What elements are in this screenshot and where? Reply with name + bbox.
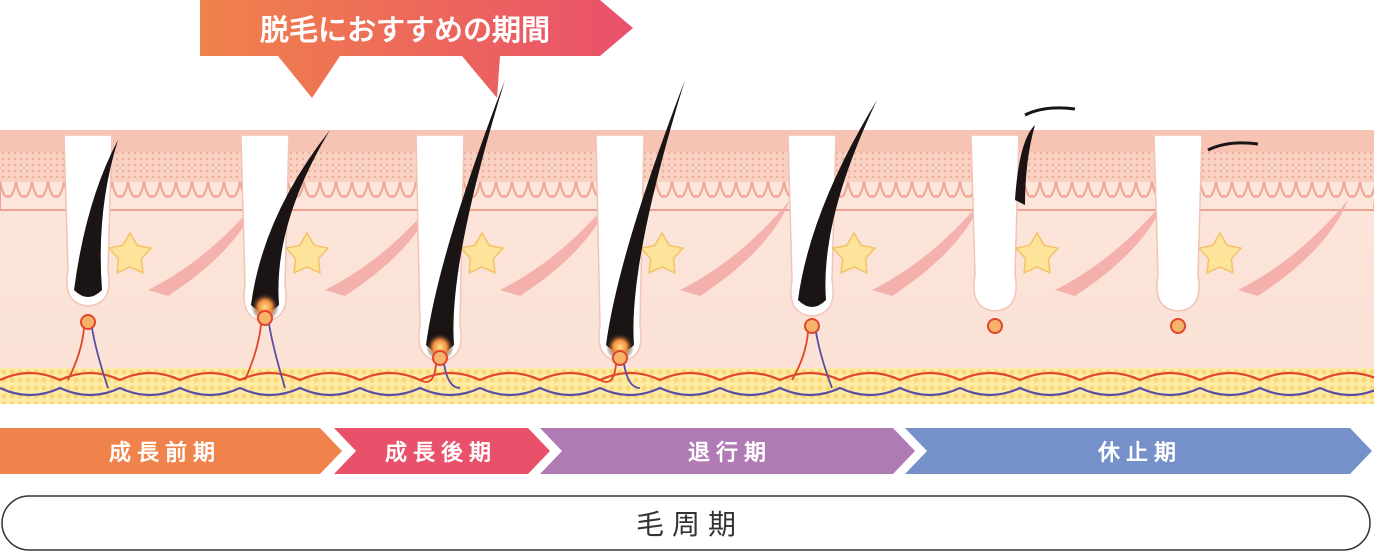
phase-anagen-early: 成長前期 [0, 428, 342, 474]
bulb-glow [251, 293, 279, 321]
sebaceous-gland [639, 231, 685, 275]
phase-label: 成長前期 [109, 440, 221, 466]
follicle-sheath [1153, 134, 1203, 312]
phase-telogen: 休止期 [905, 428, 1372, 474]
arrector-muscle [500, 200, 610, 296]
capillary-artery [244, 323, 262, 381]
capillary-vein [91, 327, 109, 389]
cycle-label: 毛周期 [636, 508, 744, 541]
sebaceous-gland [1197, 231, 1243, 275]
recommended-period-callout: 脱毛におすすめの期間 [200, 0, 633, 98]
phase-arrow [0, 428, 342, 474]
artery-line [0, 371, 1374, 382]
capillary-vein [623, 363, 641, 389]
shed-hair [1024, 106, 1076, 117]
sebaceous-gland [459, 231, 505, 275]
capillary-artery [599, 363, 617, 383]
capillary-vein [443, 363, 461, 389]
cycle-pill [1, 495, 1371, 551]
vein-line [0, 386, 1374, 397]
arrector-muscle [1238, 200, 1348, 296]
hair-follicle [970, 106, 1165, 334]
hair-shaft [251, 130, 330, 312]
phase-arrow [905, 428, 1372, 474]
dermal-papilla [257, 310, 273, 326]
phase-label: 退行期 [688, 440, 772, 466]
callout-shape [200, 0, 633, 98]
hair-follicle [63, 134, 258, 389]
dermal-papilla [612, 350, 628, 366]
epidermis-dotted [0, 152, 1374, 182]
sebaceous-gland [1014, 231, 1060, 275]
capillary-vein [268, 323, 286, 389]
arrector-muscle [148, 200, 258, 296]
capillary-artery [791, 331, 809, 381]
hair-follicle [595, 80, 790, 389]
bulb-glow [426, 333, 454, 361]
phase-label: 成長後期 [385, 440, 497, 466]
dermal-papilla [804, 318, 820, 334]
hair-follicles [63, 80, 1348, 389]
arrector-muscle [680, 200, 790, 296]
shed-hair [1207, 141, 1259, 152]
capillary-vein [815, 331, 833, 389]
bulb-glow [606, 333, 634, 361]
callout-label: 脱毛におすすめの期間 [260, 13, 550, 47]
dermal-papilla [432, 350, 448, 366]
dermal-papilla [1170, 318, 1186, 334]
phase-arrow [540, 428, 915, 474]
arrector-muscle [325, 200, 435, 296]
phase-arrow [334, 428, 550, 474]
dermal-papilla [987, 318, 1003, 334]
phase-anagen-late: 成長後期 [334, 428, 550, 474]
capillary-artery [67, 327, 85, 381]
hair-shaft [798, 100, 877, 307]
hair-follicle [240, 130, 435, 389]
phase-label: 休止期 [1097, 441, 1182, 466]
hair-follicle [415, 80, 610, 389]
arrector-muscle [872, 200, 982, 296]
hair-follicle [787, 100, 982, 389]
follicle-sheath [970, 134, 1020, 312]
club-hair [1015, 125, 1035, 205]
sebaceous-gland [284, 231, 330, 275]
dermal-papilla [80, 314, 96, 330]
dermal-papillae [0, 181, 1374, 211]
arrector-muscle [1055, 200, 1165, 296]
hair-follicle [1153, 134, 1348, 334]
phase-catagen: 退行期 [540, 428, 915, 474]
hair-cycle-label-box: 毛周期 [1, 495, 1371, 551]
capillary-artery [419, 363, 437, 383]
hair-shaft [74, 140, 118, 297]
phase-bar: 成長前期 成長後期 退行期 休止期 [0, 428, 1372, 474]
sebaceous-gland [831, 231, 877, 275]
sebaceous-gland [107, 231, 153, 275]
hair-shaft [606, 80, 685, 352]
hair-shaft [426, 80, 505, 352]
